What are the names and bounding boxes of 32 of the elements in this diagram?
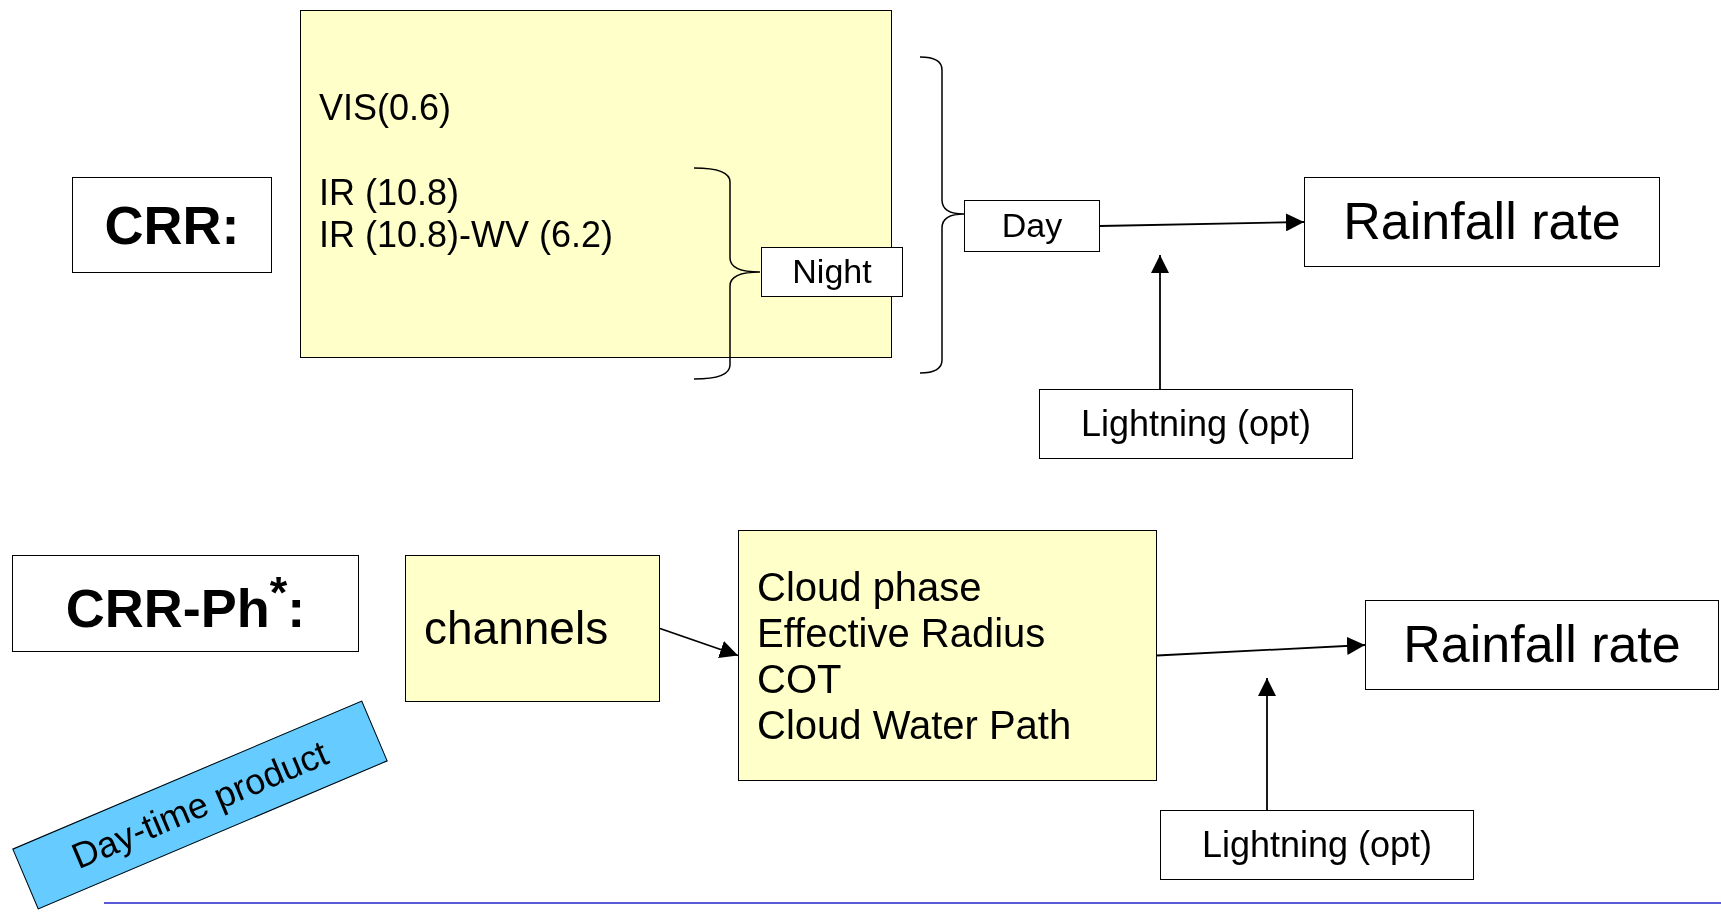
label-box xyxy=(72,177,272,273)
node-text: Cloud phase xyxy=(757,563,983,610)
node-text: Day xyxy=(1001,206,1063,246)
node-text: IR (10.8) xyxy=(319,172,461,214)
node-text: Lightning (opt) xyxy=(1201,824,1433,866)
node-text: CRR: xyxy=(104,193,240,257)
process-box xyxy=(738,530,1157,781)
node-text: Effective Radius xyxy=(757,609,1047,656)
node-text: Rainfall rate xyxy=(1403,615,1681,675)
node-text: Lightning (opt) xyxy=(1080,403,1312,445)
node-text: Cloud Water Path xyxy=(757,701,1073,748)
node-text: Night xyxy=(792,252,872,292)
input-box xyxy=(1160,810,1474,880)
output-box xyxy=(1304,177,1660,267)
arrow xyxy=(1099,213,1305,232)
label-box xyxy=(761,247,903,297)
input-box xyxy=(300,10,892,358)
output-box xyxy=(1365,600,1719,690)
node-text: COT xyxy=(757,655,843,702)
input-box xyxy=(405,555,660,702)
label-box xyxy=(12,555,359,652)
arrow xyxy=(1258,677,1276,811)
node-text: IR (10.8)-WV (6.2) xyxy=(319,213,615,256)
arrow xyxy=(659,627,739,659)
node-text: VIS(0.6) xyxy=(319,87,453,129)
arrow xyxy=(1156,636,1366,657)
label-box xyxy=(964,200,1100,252)
input-box xyxy=(1039,389,1353,459)
node-text: channels xyxy=(424,602,610,655)
node-text: CRR-Ph$^{*}$: xyxy=(65,567,306,640)
arrow xyxy=(1151,254,1169,390)
node-text: Rainfall rate xyxy=(1343,192,1621,252)
